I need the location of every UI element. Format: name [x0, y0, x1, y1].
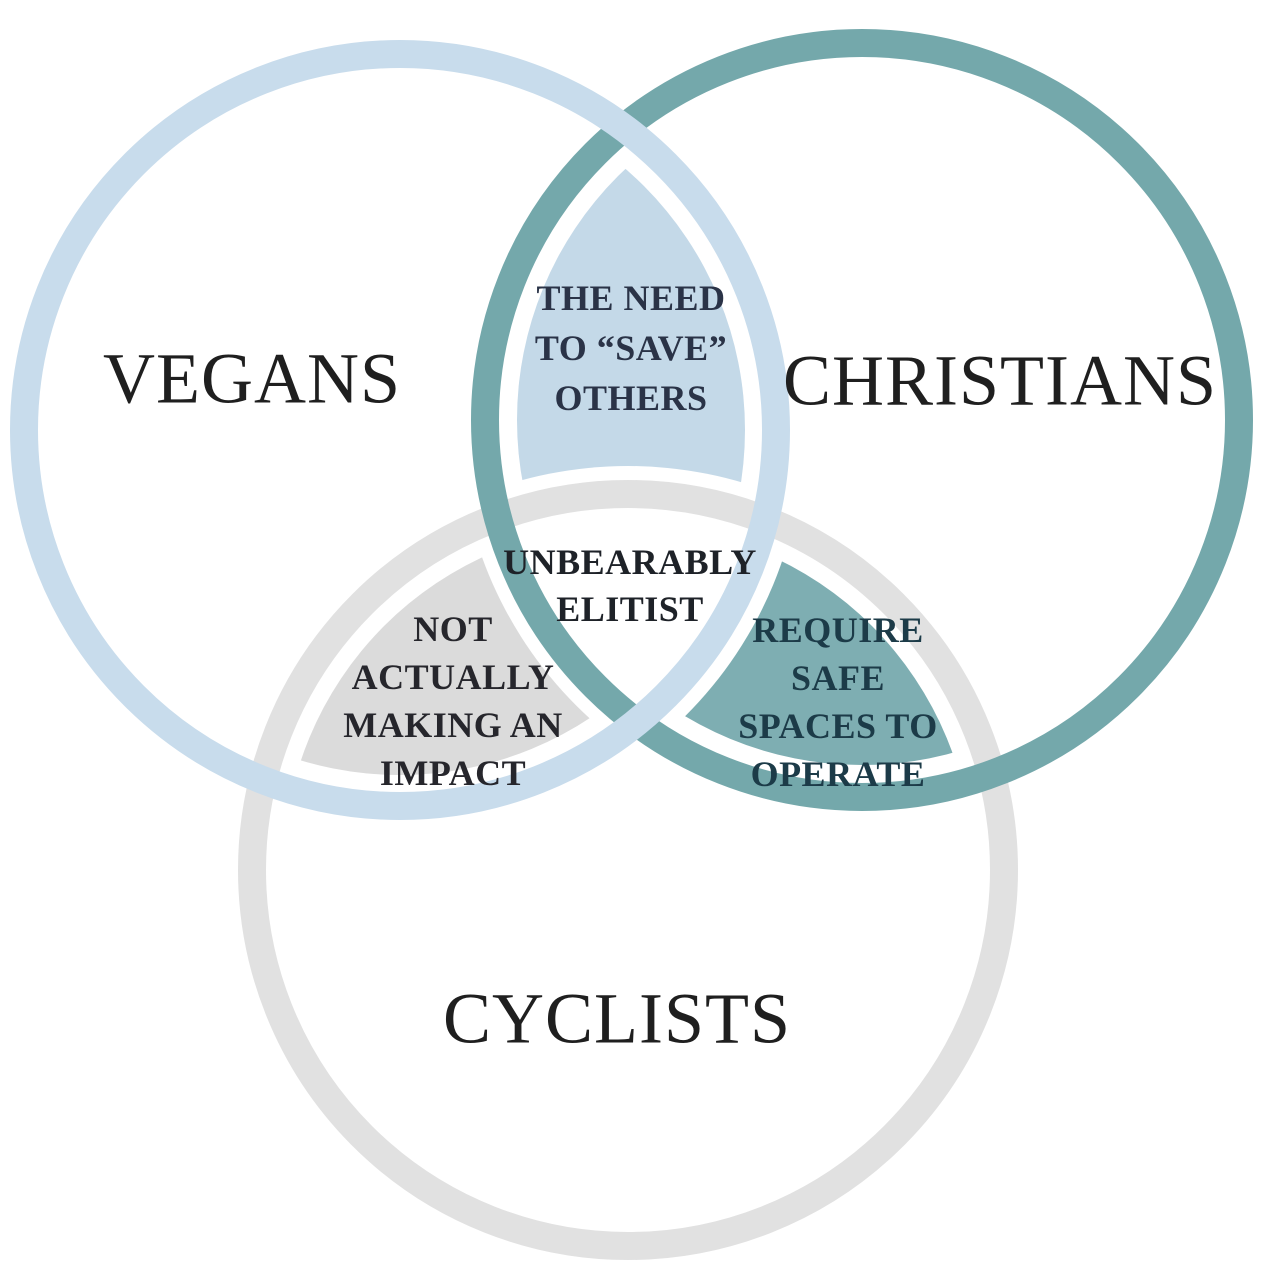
vegans-christians-overlap-label: THE NEED TO “SAVE” OTHERS — [534, 278, 728, 418]
christians-circle — [471, 29, 1253, 811]
cyclists-circle — [238, 480, 1018, 1260]
vegans-label: VEGANS — [102, 338, 402, 419]
christians-cyclists-overlap-label: REQUIRE SAFE SPACES TO OPERATE — [738, 610, 938, 794]
christians-cyclists-overlap-fill — [517, 525, 973, 765]
vegans-cyclists-overlap-label: NOT ACTUALLY MAKING AN IMPACT — [343, 609, 563, 793]
vegans-circle — [10, 40, 790, 820]
cyclists-label: CYCLISTS — [442, 978, 792, 1059]
vegans-cyclists-overlap-fill — [283, 525, 745, 775]
triple-overlap-label: UNBEARABLY ELITIST — [503, 542, 757, 629]
christians-label: CHRISTIANS — [782, 340, 1218, 421]
